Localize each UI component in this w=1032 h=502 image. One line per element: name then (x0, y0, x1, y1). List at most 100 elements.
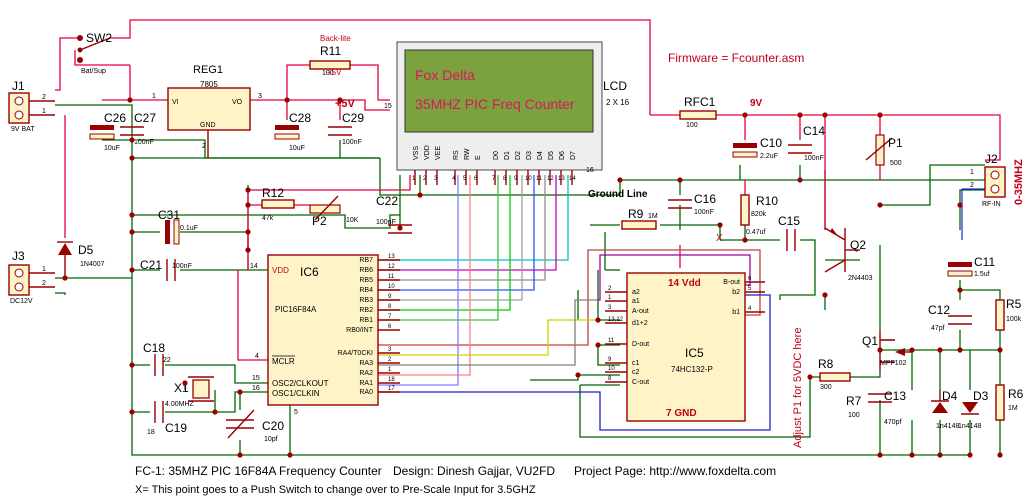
junction-dot (877, 202, 883, 208)
reg1-vo: VO (232, 99, 243, 106)
c11-name: C11 (974, 255, 995, 269)
c22-name: C22 (376, 194, 398, 208)
junction-dot (822, 292, 828, 298)
c18-value: 22 (163, 357, 171, 364)
ic6-ra-label: RA1 (359, 380, 373, 387)
x1-crystal: X1 4.00MHZ (165, 376, 214, 408)
c10-value: 2.2uF (760, 153, 778, 160)
ic5-right-pin: 4 (748, 306, 752, 312)
lcd-pin-number: 1 (412, 176, 416, 182)
backlite-label: Back-lite (320, 34, 351, 43)
sw2-label: Bat/Sup (81, 68, 106, 75)
reg1-vi: VI (172, 99, 179, 106)
junction-dot (997, 452, 1003, 458)
lcd-pin-label: D5 (548, 151, 555, 160)
reg1-pin1: 1 (152, 93, 156, 100)
ic5-left-label: d1+2 (632, 320, 648, 327)
d4-value: 1n4148 (936, 423, 959, 430)
junction-dot (182, 380, 188, 386)
p2-name: P2 (312, 214, 327, 228)
junction-dot (677, 177, 683, 183)
junction-dot (417, 192, 423, 198)
c26-name: C26 (104, 111, 126, 125)
ic5-left-label: c2 (632, 369, 640, 376)
c10-plate (732, 151, 758, 158)
c10-name: C10 (760, 136, 782, 150)
ic6-rb-label: RB0/INT (346, 327, 374, 334)
r11-name: R11 (320, 44, 341, 58)
lcd-pin-number: 4 (452, 176, 456, 182)
ic5-right-pin: 5 (748, 286, 752, 292)
ic6-ra-pin: 1 (388, 367, 392, 373)
junction-dot (937, 452, 943, 458)
lcd-pin-label: D6 (559, 151, 566, 160)
footer-design: Design: Dinesh Gajjar, VU2FD (393, 464, 555, 478)
r5-value: 100k (1006, 316, 1022, 323)
ic6-osc1: OSC1/CLKIN (272, 389, 320, 398)
c28-value: 10uF (289, 145, 305, 152)
lcd-pin-label: VEE (435, 146, 442, 160)
lcd-pin-label: VDD (424, 145, 431, 160)
ic6-rb-pin: 12 (388, 264, 395, 270)
ic5-left-pins: a22a11A-out3d1+213,12D-out11c19c210C-out… (605, 286, 649, 386)
r6-body (995, 384, 1005, 421)
j1-pin2: 2 (42, 94, 46, 101)
ic6-ra-label: RA3 (359, 360, 373, 367)
r12-value: 47k (262, 215, 274, 222)
ic5-left-pin: 3 (608, 305, 612, 311)
ic6-ra-pin: 17 (388, 386, 395, 392)
lcd-name: LCD (603, 79, 627, 93)
c31-name: C31 (158, 208, 180, 222)
lcd-pin-number: 14 (569, 176, 576, 182)
r8-body (819, 372, 851, 382)
junction-dots (62, 97, 1003, 458)
lcd-pin-label: VSS (413, 146, 420, 160)
r6-value: 1M (1008, 405, 1018, 412)
c11-value: 1.5uf (974, 271, 990, 278)
j3: J3 DC12V 1 2 (8, 249, 55, 305)
lcd-pin-number: 5 (463, 176, 467, 182)
c10-plate (733, 143, 757, 148)
lcd-pins: VSS1VDD2VEE3RS4RW5E6D07D18D29D310D411D51… (412, 145, 577, 185)
d3-value: 1n4148 (958, 423, 981, 430)
junction-dot (237, 452, 243, 458)
p1-value: 500 (890, 160, 902, 167)
lcd-pin-label: E (475, 155, 482, 160)
junction-dot (127, 97, 133, 103)
plus5v-small: +5V (327, 68, 342, 77)
j1-label: 9V BAT (11, 126, 35, 133)
ic5-left-pin: 13,12 (608, 317, 624, 323)
j2-side: 0-35MHZ (1013, 159, 1025, 205)
d5: D5 1N4007 (57, 241, 105, 280)
d3: D3 1n4148 (958, 389, 989, 430)
r10-name: R10 (756, 194, 778, 208)
d4-name: D4 (942, 389, 958, 403)
ground-line-label: Ground Line (588, 189, 648, 200)
r9-name: R9 (628, 207, 644, 221)
lcd-line1: Fox Delta (415, 67, 475, 83)
junction-dot (212, 409, 218, 415)
ic5-left-pin: 1 (608, 295, 612, 301)
j2: J2 RF-IN 1 2 0-35MHZ (961, 152, 1025, 240)
ic6-rb-pin: 7 (388, 314, 392, 320)
footer-note: X= This point goes to a Push Switch to c… (135, 484, 536, 496)
junction-dot (129, 137, 135, 143)
j2-name: J2 (985, 152, 998, 166)
junction-dot (129, 267, 135, 273)
junction-dot (909, 347, 915, 353)
adjust-note: Adjust P1 for 5VDC here (792, 328, 804, 448)
ic5-left-label: a1 (632, 298, 640, 305)
lcd-pin-label: D0 (493, 151, 500, 160)
ic5-right-label: b1 (732, 309, 740, 316)
ic5: 14 Vdd IC5 74HC132-P 7 GND a22a11A-out3d… (605, 272, 765, 422)
ic6-rb-pin: 6 (388, 324, 392, 330)
junction-dot (129, 362, 135, 368)
q2: Q2 2N4403 (824, 227, 873, 282)
junction-dot (957, 287, 963, 293)
lcd-pin-label: D7 (570, 151, 577, 160)
